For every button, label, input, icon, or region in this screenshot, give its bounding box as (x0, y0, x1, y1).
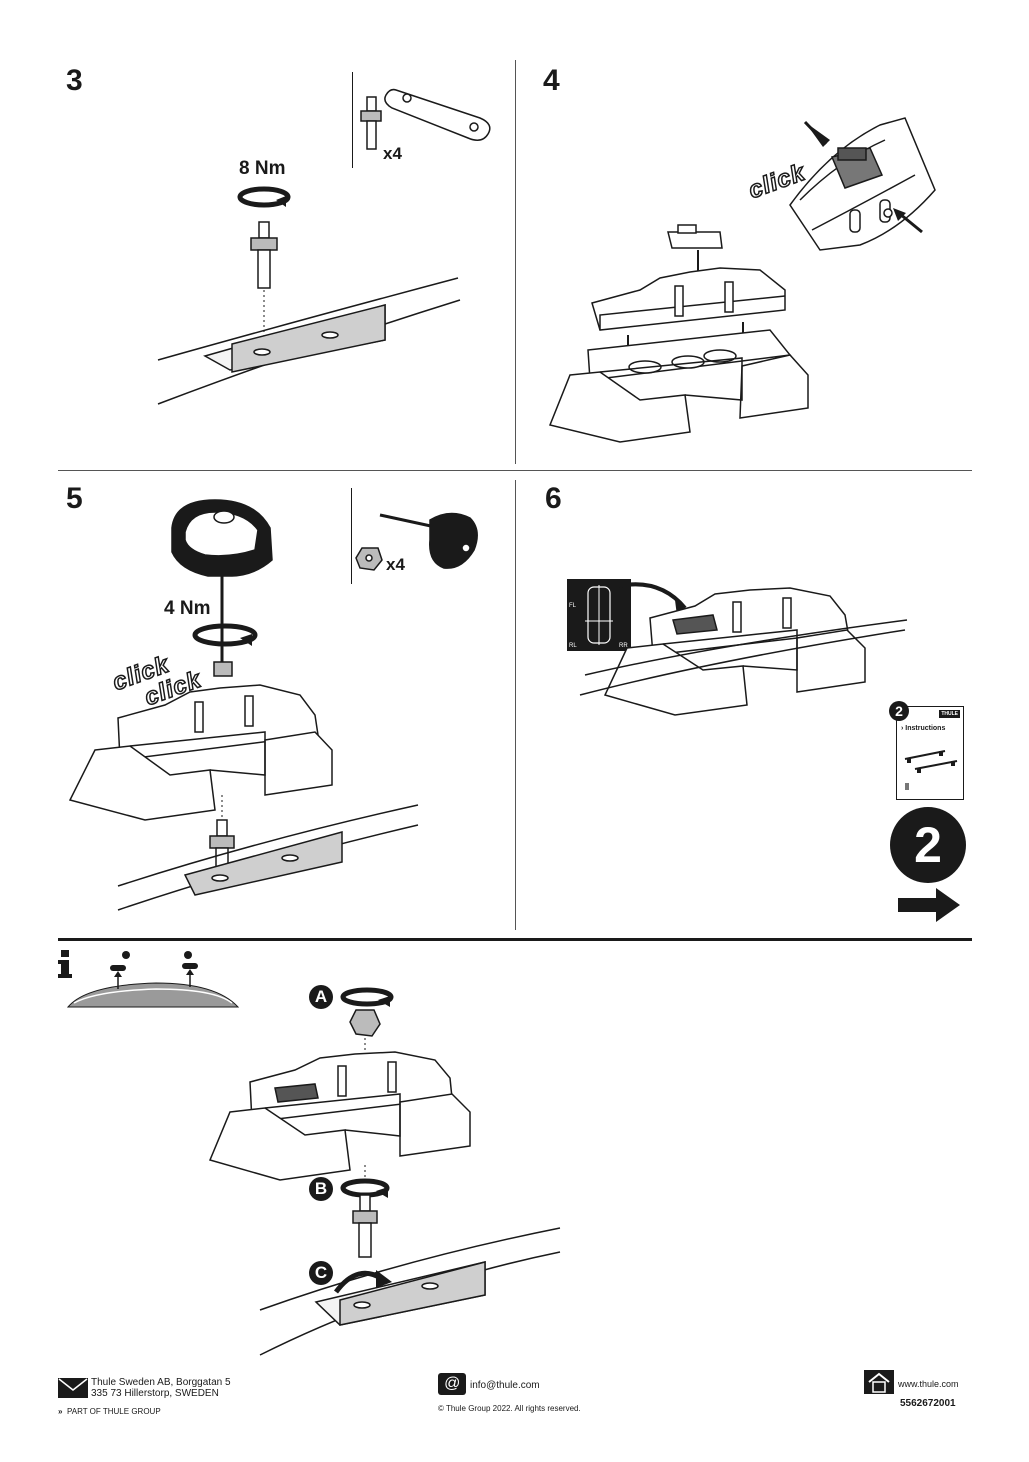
label-a: A (309, 985, 333, 1009)
step-5-illustration (68, 499, 478, 911)
hex-key-icon (379, 512, 478, 569)
instructions-booklet-icon: 2 THULE › Instructions (889, 701, 964, 800)
roof-rail (259, 1227, 561, 1356)
nut-icon (349, 1009, 381, 1037)
footer-website[interactable]: www.thule.com (898, 1379, 959, 1389)
footer-email[interactable]: info@thule.com (470, 1380, 540, 1391)
step-3-number: 3 (66, 64, 83, 97)
rotation-arrow-icon (340, 987, 394, 1007)
divider-horizontal-thick (58, 938, 972, 941)
rotation-arrow-icon (237, 186, 291, 208)
footer-address-2: 335 73 Hillerstorp, SWEDEN (91, 1388, 219, 1399)
roof-rail (157, 277, 461, 405)
roof-bars-icon (904, 750, 958, 773)
home-icon (864, 1370, 894, 1394)
next-arrow-icon (898, 888, 960, 922)
footer-group: PART OF THULE GROUP (67, 1407, 161, 1416)
foot-assembled (68, 684, 333, 821)
car-top-icon (585, 585, 613, 645)
nut-part-icon (355, 547, 383, 571)
step-4-number: 4 (543, 64, 560, 97)
next-booklet-badge: 2 (890, 807, 966, 883)
info-illustration (208, 987, 561, 1356)
stud-icon (352, 1194, 378, 1258)
step-3-torque: 8 Nm (239, 158, 286, 179)
booklet-part-icon (905, 783, 909, 790)
bolt-icon (360, 96, 382, 150)
divider-vertical-top (515, 60, 516, 464)
divider-vertical-middle (515, 480, 516, 930)
step-5-qty: x4 (386, 555, 405, 574)
booklet-brand: THULE (939, 710, 960, 718)
booklet-title: › Instructions (901, 725, 946, 732)
divider-horizontal-top (58, 470, 972, 471)
step-5-number: 5 (66, 482, 83, 515)
wrench-plate-icon (384, 88, 491, 141)
position-fl: FL (569, 603, 577, 609)
step-6-illustration (579, 582, 908, 716)
step-3-illustration (157, 88, 491, 405)
small-clip-icon (667, 224, 723, 249)
clip-detail (789, 117, 936, 251)
step-4-illustration (548, 117, 936, 443)
label-c: C (309, 1261, 333, 1285)
step-5-parts-divider (351, 488, 352, 584)
step-3-parts-divider (352, 72, 353, 168)
rotation-arrow-icon (192, 623, 258, 647)
email-icon: @ (438, 1373, 466, 1395)
label-b: B (309, 1177, 333, 1201)
foot-assembled (208, 1051, 471, 1181)
foot-with-label (579, 587, 908, 716)
step-3-qty: x4 (383, 144, 402, 163)
roof-rail (117, 804, 419, 911)
step-5-torque: 4 Nm (164, 598, 211, 619)
mail-icon (58, 1378, 88, 1398)
nut-icon (213, 661, 233, 677)
position-rr: RR (619, 643, 628, 649)
footer-group-chevron-icon: » (58, 1407, 63, 1416)
footer-copyright: © Thule Group 2022. All rights reserved. (438, 1404, 581, 1413)
position-label-block: FL RL RR (567, 579, 631, 651)
torque-key-icon (171, 499, 273, 665)
footer-doc-number: 5562672001 (900, 1398, 956, 1409)
booklet-number: 2 (889, 701, 909, 721)
stud-icon (250, 221, 278, 289)
footer-address-1: Thule Sweden AB, Borggatan 5 (91, 1377, 231, 1388)
insert-tray (591, 267, 786, 331)
roof-profile-icon (66, 951, 240, 1008)
foot-base (548, 329, 809, 443)
step-6-number: 6 (545, 482, 562, 515)
info-icon (58, 950, 72, 978)
position-rl: RL (569, 643, 577, 649)
